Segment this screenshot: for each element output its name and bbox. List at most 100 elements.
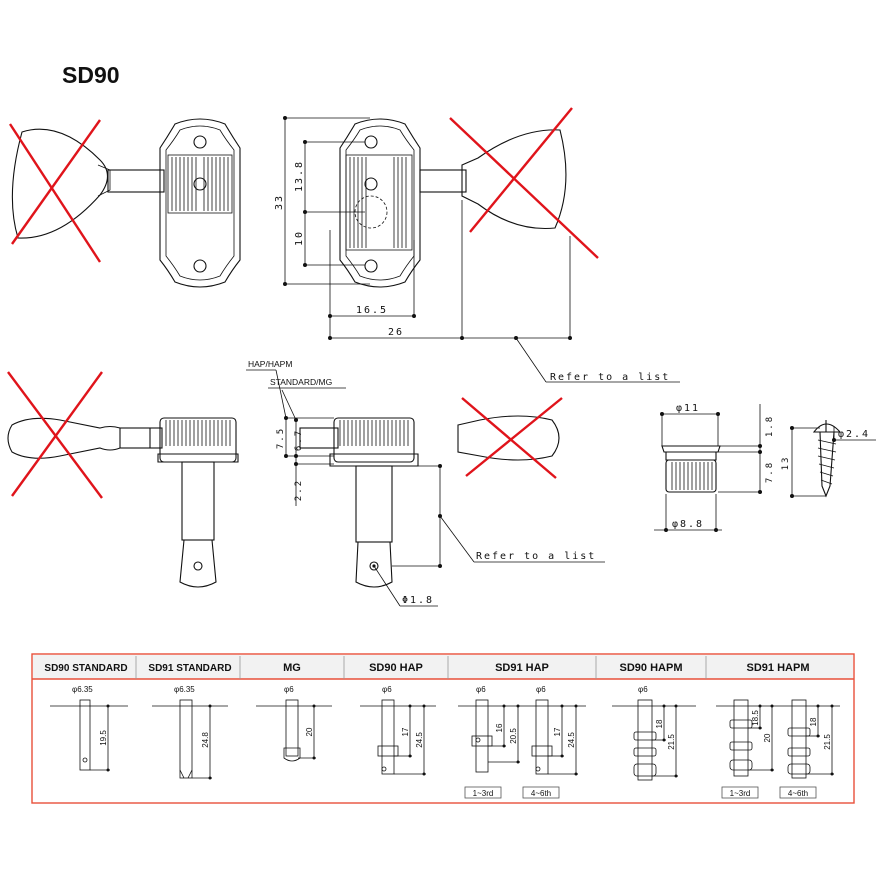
knurl-lines bbox=[165, 420, 231, 446]
housing-plate bbox=[339, 118, 421, 288]
knurl-lines bbox=[339, 420, 409, 446]
mount-hole-bottom bbox=[193, 259, 207, 273]
button-collar bbox=[97, 164, 111, 197]
housing-inner bbox=[345, 125, 415, 281]
dim-7-8: 7.8 bbox=[765, 461, 775, 483]
bushing-flange bbox=[329, 453, 419, 467]
tag-b: 4~6th bbox=[531, 789, 551, 798]
screw-hole bbox=[193, 177, 207, 191]
button-outline bbox=[457, 415, 560, 461]
length-a-label: 18 bbox=[655, 719, 664, 728]
housing-grille bbox=[167, 154, 233, 214]
shaft bbox=[107, 169, 165, 193]
length-b-label: 24.5 bbox=[415, 732, 424, 748]
dim-26: 26 bbox=[388, 327, 404, 338]
b2-label: 21.5 bbox=[823, 734, 832, 750]
header-sd90-standard: SD90 STANDARD bbox=[44, 663, 127, 674]
tuner-front-left bbox=[8, 118, 241, 288]
a1-label: 18.5 bbox=[751, 710, 760, 726]
b2-label: 24.5 bbox=[567, 732, 576, 748]
phi-label: φ6 bbox=[382, 685, 392, 694]
cell-sd90-hap: φ6 17 24.5 bbox=[360, 685, 436, 776]
table-header-row bbox=[33, 655, 853, 679]
dim-13: 13 bbox=[781, 456, 791, 471]
string-hole bbox=[193, 561, 203, 571]
dim-phi-2-4: φ2.4 bbox=[838, 429, 870, 440]
button-outline bbox=[7, 417, 151, 459]
shaft bbox=[299, 427, 339, 449]
b1-label: 18 bbox=[809, 717, 818, 726]
dim-phi-8-8: φ8.8 bbox=[672, 519, 704, 530]
dimension-lines bbox=[246, 369, 605, 607]
refer-note-mid: Refer to a list bbox=[476, 551, 596, 562]
cross-line-2 bbox=[465, 397, 563, 477]
dim-phi-11: φ11 bbox=[676, 403, 700, 414]
bushing-knurl bbox=[671, 462, 713, 490]
screw-shank bbox=[819, 431, 835, 498]
dim-13-8: 13.8 bbox=[294, 160, 305, 192]
label-standard-mg: STANDARD/MG bbox=[270, 377, 332, 387]
length-a-label: 17 bbox=[401, 727, 410, 736]
housing-inner bbox=[165, 125, 235, 281]
header-mg: MG bbox=[283, 662, 301, 674]
button-outline bbox=[11, 128, 109, 239]
dim-1-8: 1.8 bbox=[765, 415, 775, 437]
dim-6-7: 6.7 bbox=[294, 429, 304, 451]
bushing-flange bbox=[661, 445, 721, 453]
screw-hole bbox=[364, 177, 378, 191]
tag-a: 1~3rd bbox=[473, 789, 494, 798]
header-sd90-hapm: SD90 HAPM bbox=[620, 662, 683, 674]
mount-hole-top bbox=[193, 135, 207, 149]
column-dividers bbox=[135, 656, 707, 679]
cell-mg: φ6 20 bbox=[256, 685, 332, 762]
cell-sd91-hapm: 18.5 20 18 21.5 1~3rd 4~6th bbox=[716, 699, 840, 799]
header-sd91-hapm: SD91 HAPM bbox=[747, 662, 810, 674]
cell-sd91-standard: φ6.35 24.8 bbox=[152, 685, 228, 780]
dimension-dots bbox=[660, 412, 762, 532]
cross-line-1 bbox=[8, 123, 102, 263]
cell-sd91-hap: φ6 φ6 16 20.5 17 24.5 1~3rd 4~6th bbox=[458, 685, 586, 799]
cross-line-1 bbox=[461, 397, 557, 479]
cross-line-2 bbox=[11, 119, 101, 245]
shaft bbox=[119, 427, 163, 449]
cross-line-1 bbox=[449, 117, 599, 259]
refer-note-top: Refer to a list bbox=[550, 372, 670, 383]
a1-label: 16 bbox=[495, 723, 504, 732]
phi-label: φ6 bbox=[284, 685, 294, 694]
length-b-label: 21.5 bbox=[667, 734, 676, 750]
tuner-side-left bbox=[7, 371, 239, 588]
bushing-detail: φ11 1.8 7.8 φ8.8 bbox=[654, 403, 775, 532]
bushing-body bbox=[665, 459, 717, 493]
phi-label: φ6.35 bbox=[72, 685, 93, 694]
tuner-side-right: HAP/HAPM STANDARD/MG 7.5 6.7 2.2 Refer t… bbox=[246, 359, 605, 607]
dim-2-2: 2.2 bbox=[294, 479, 304, 501]
tuner-front-right: 33 13.8 10 16.5 26 Refer to a list bbox=[274, 107, 680, 383]
post-tip bbox=[355, 541, 393, 588]
length-label: 24.8 bbox=[201, 732, 210, 748]
phi-label: φ6 bbox=[638, 685, 648, 694]
dimension-dots bbox=[283, 116, 572, 340]
tag-b: 4~6th bbox=[788, 789, 808, 798]
gear-housing bbox=[333, 417, 415, 463]
housing-grille bbox=[345, 154, 413, 251]
post-spec-table: SD90 STANDARD SD91 STANDARD MG SD90 HAP … bbox=[31, 653, 855, 804]
cross-line-2 bbox=[469, 107, 573, 233]
cross-line-2 bbox=[11, 371, 103, 497]
dimension-lines bbox=[284, 117, 680, 383]
screw-head bbox=[812, 423, 842, 433]
length-label: 20 bbox=[305, 727, 314, 736]
cell-sd90-standard: φ6.35 19.5 bbox=[50, 685, 128, 772]
screw-detail: φ2.4 13 bbox=[781, 420, 876, 498]
a2-label: 20.5 bbox=[509, 728, 518, 744]
housing-plate bbox=[159, 118, 241, 288]
a2-label: 20 bbox=[763, 733, 772, 742]
post-tip bbox=[179, 539, 217, 588]
string-hole bbox=[369, 561, 379, 571]
header-sd91-standard: SD91 STANDARD bbox=[148, 663, 231, 674]
phi-b-label: φ6 bbox=[536, 685, 546, 694]
string-post bbox=[355, 465, 393, 543]
dim-10: 10 bbox=[294, 230, 305, 246]
cell-sd90-hapm: φ6 18 21.5 bbox=[612, 685, 696, 781]
string-post bbox=[181, 461, 215, 541]
